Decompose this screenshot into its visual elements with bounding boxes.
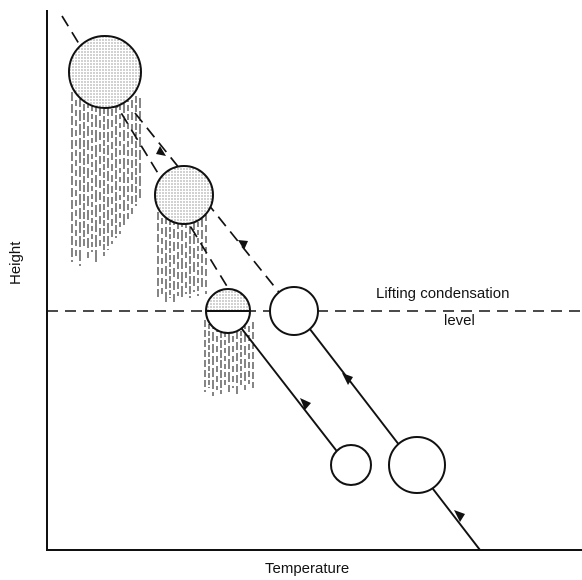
ascent-path bbox=[227, 310, 347, 464]
parcel-small-surface bbox=[330, 444, 372, 486]
parcel-large-cloudy bbox=[68, 35, 142, 109]
arrow-up-moist bbox=[156, 146, 166, 156]
arrow-up-ascent bbox=[300, 398, 311, 410]
arrow-down-descent-1 bbox=[342, 373, 353, 385]
rain-streaks-large bbox=[71, 92, 141, 266]
parcel-descending-lcl bbox=[269, 286, 319, 336]
rain-streaks-medium bbox=[157, 212, 207, 304]
parcel-large-surface bbox=[388, 436, 446, 494]
rain-streaks-small bbox=[204, 320, 254, 396]
descent-path-dashed bbox=[134, 112, 291, 307]
x-axis-label: Temperature bbox=[265, 560, 350, 577]
parcel-at-lcl bbox=[205, 288, 251, 334]
y-axis-label: Height bbox=[7, 241, 24, 285]
lcl-label-line2: level bbox=[444, 312, 475, 329]
arrow-down-dashed bbox=[238, 240, 248, 250]
moist-adiabat-upper bbox=[61, 15, 229, 289]
arrow-down-descent-2 bbox=[454, 510, 465, 522]
parcel-medium-cloudy bbox=[154, 165, 214, 225]
descent-path bbox=[295, 310, 481, 551]
lcl-label: Lifting condensation bbox=[376, 285, 510, 302]
